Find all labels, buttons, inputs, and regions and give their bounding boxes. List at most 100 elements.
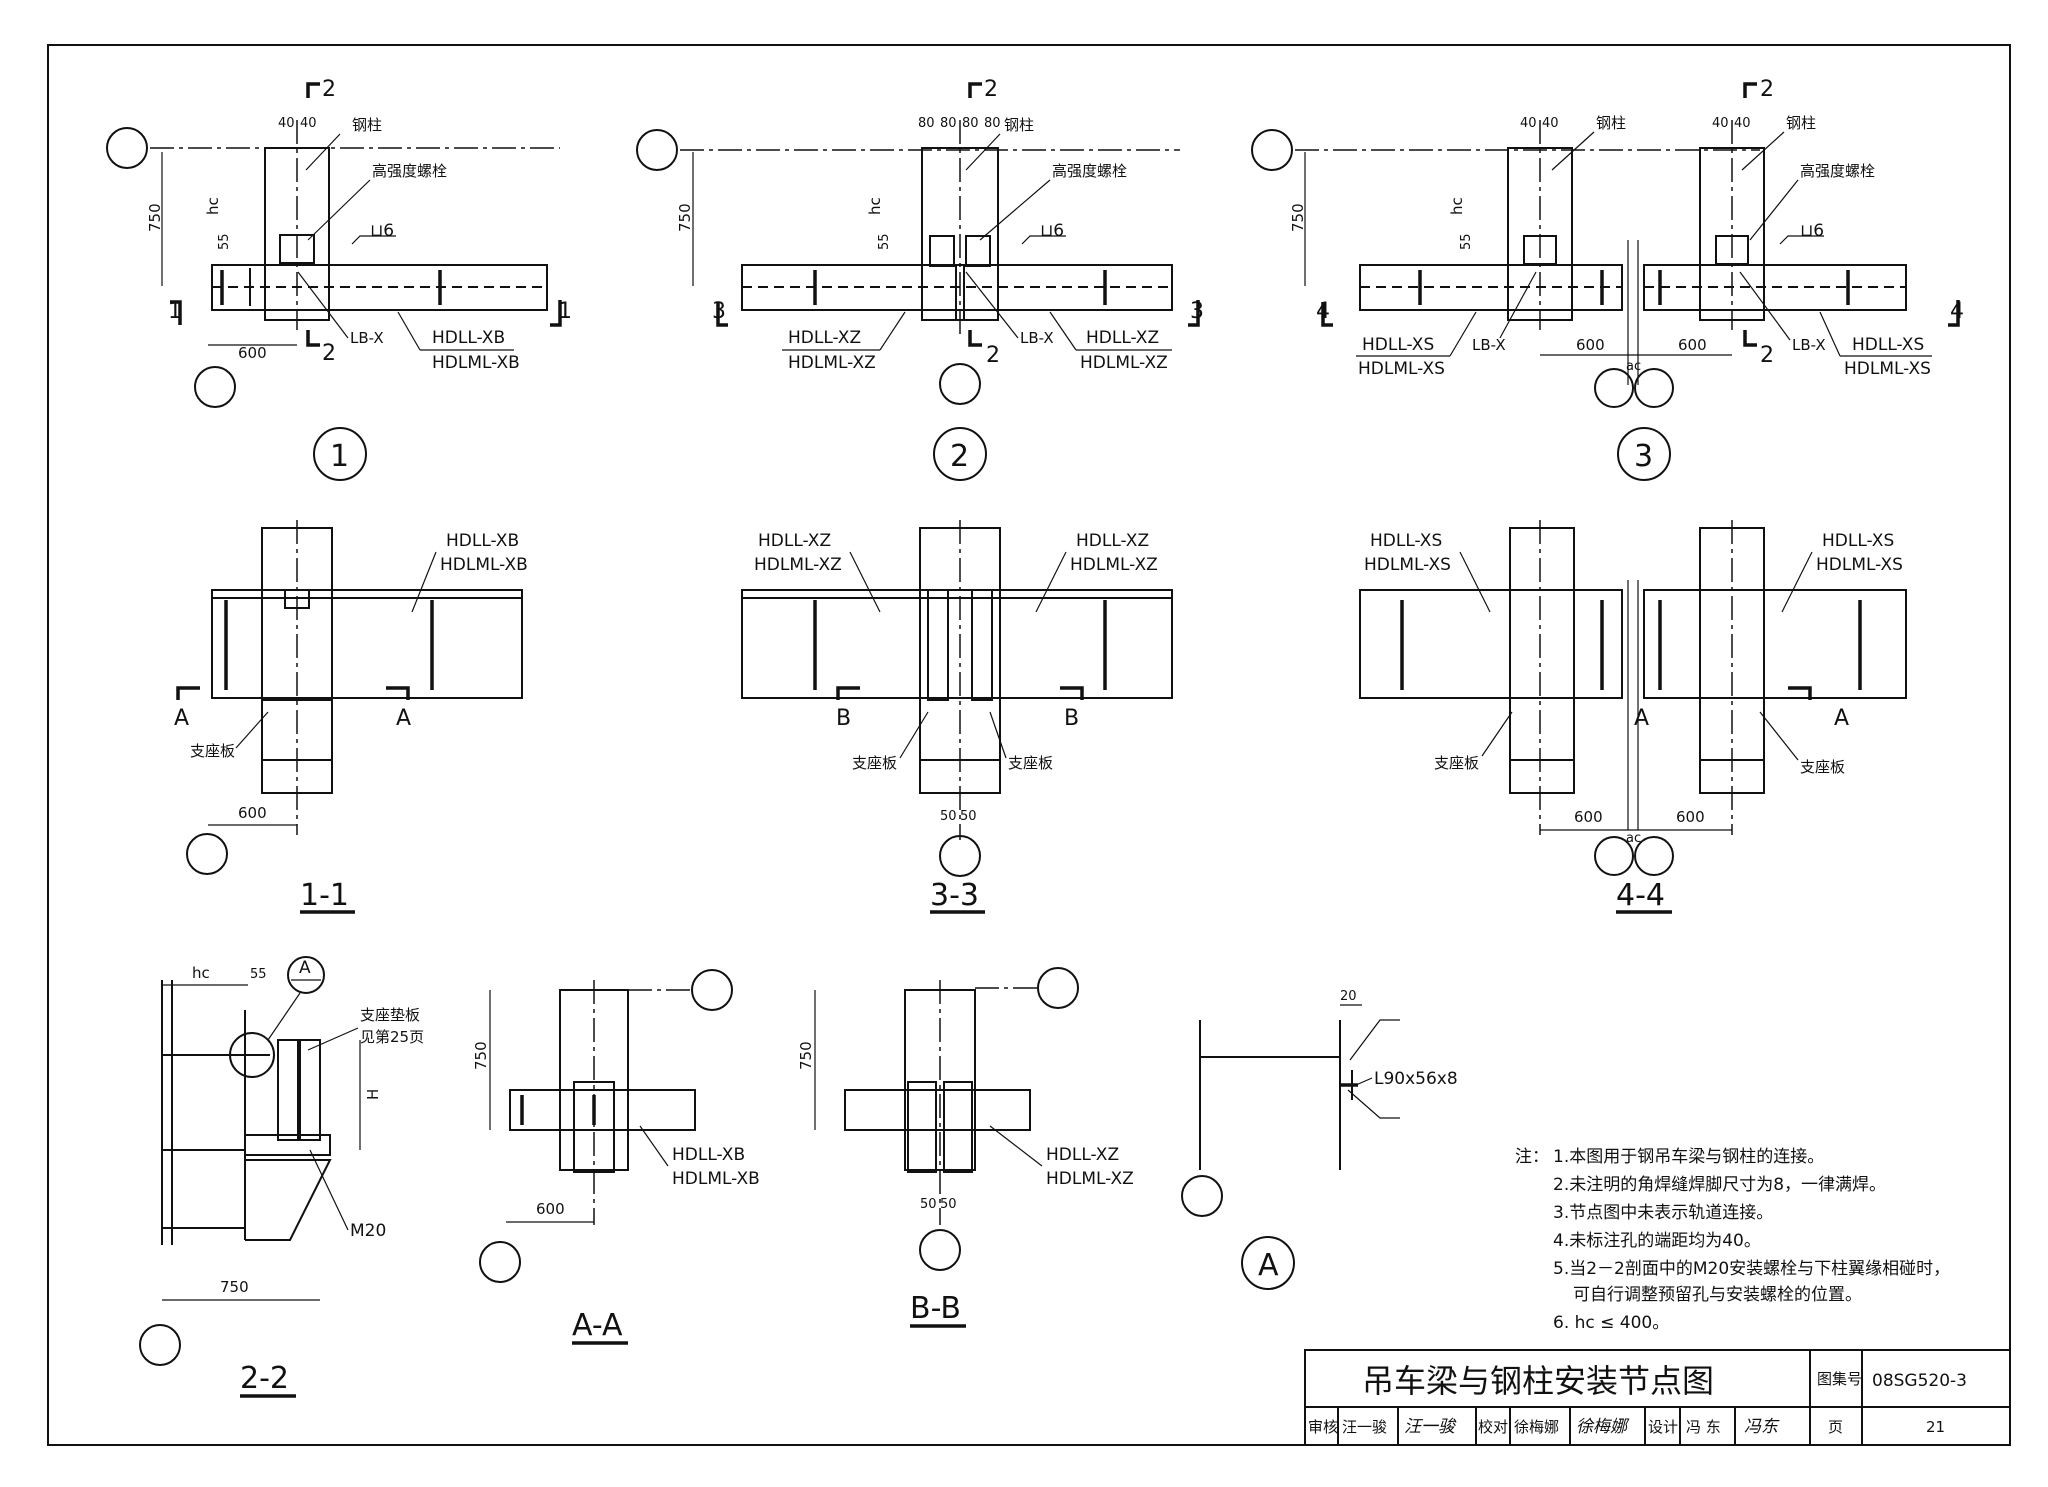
reviewer: 汪一骏 [1342,1418,1387,1436]
cut-A: A [396,706,411,731]
dim-55: 55 [1459,233,1474,250]
dim-50: 50 [940,809,957,824]
beam-label: HDLML-XS [1364,555,1451,575]
cut-4: 4 [1316,299,1330,324]
detail-marker-2 [933,427,987,481]
review-label: 审核 [1308,1418,1338,1436]
label-hs-bolt: 高强度螺栓 [372,162,447,180]
section-2-2: hc 55 A 支座垫板 见第25页 H M20 750 2-2 [139,956,424,1398]
detail-marker-1 [313,427,367,481]
dim-55: 55 [217,233,232,250]
axis-bubble [186,833,228,875]
page-number: 21 [1926,1418,1945,1436]
axis-bubble [939,835,981,877]
cut-1: 1 [168,299,182,324]
beam-label: HDLML-XS [1816,555,1903,575]
weld-symbol: ⊔6 [370,221,394,241]
dim-600: 600 [1574,808,1603,826]
dim-750: 750 [1289,203,1307,232]
section-1-1: A A HDLL-XB HDLML-XB 支座板 600 1-1 [174,520,528,914]
beam-label: HDLL-XB [672,1145,745,1165]
page-label: 页 [1828,1418,1843,1436]
section-title-2-2: 2-2 [240,1361,289,1396]
hc-label: hc [1448,197,1466,215]
axis-bubble [636,129,678,171]
beam-label: HDLML-XS [1844,359,1931,379]
cut-A: A [1834,706,1849,731]
label-angle: L90x56x8 [1374,1069,1458,1089]
detail-3-number: 3 [1634,439,1653,474]
axis-bubble [1181,1175,1223,1217]
axis-bubble [1634,368,1674,408]
axis-bubble [479,1241,521,1283]
crane-beam [741,589,1173,699]
dim-55: 55 [877,233,892,250]
axis-bubble [194,366,236,408]
dim-40: 40 [1712,116,1729,131]
axis-bubble [939,363,981,405]
ac-label: ac [1626,359,1641,374]
label-hs-bolt: 高强度螺栓 [1800,162,1875,180]
cut-A: A [174,706,189,731]
crane-beam [844,1089,1031,1131]
dim-600: 600 [238,804,267,822]
callout-A: A [299,958,311,978]
axis-bubble [1594,836,1634,876]
beam-label: HDLL-XB [446,531,519,551]
note-5b: 可自行调整预留孔与安装螺栓的位置。 [1573,1285,1862,1305]
pad-note-1: 支座垫板 [360,1006,420,1024]
label-steel-column: 钢柱 [1596,114,1626,132]
dim-50: 50 [960,809,977,824]
detail-2-number: 2 [950,439,969,474]
hc-label: hc [866,197,884,215]
note-1: 1.本图用于钢吊车梁与钢柱的连接。 [1553,1147,1824,1167]
label-support-plate: 支座板 [190,742,235,760]
dim-750: 750 [220,1278,249,1296]
dim-80: 80 [962,116,979,131]
section-title-1-1: 1-1 [300,878,349,913]
hc-label: hc [192,964,210,982]
label-steel-column: 钢柱 [1004,116,1034,134]
note-6: 6. hc ≤ 400。 [1553,1313,1669,1333]
dim-750: 750 [676,203,694,232]
designer-signature: 冯东 [1744,1417,1780,1437]
beam-label: HDLML-XZ [754,555,842,575]
detail-1-plan: 750 hc 55 40 40 2 钢柱 高强度螺栓 ⊔6 1 1 2 LB-X… [106,77,572,481]
axis-bubble [139,1324,181,1366]
note-5: 5.当2－2剖面中的M20安装螺栓与下柱翼缘相碰时， [1553,1259,1950,1279]
callout-circle [229,1032,275,1078]
dim-600: 600 [1676,808,1705,826]
axis-bubble [1251,129,1293,171]
section-title-B-B: B-B [910,1291,961,1326]
beam-label: HDLML-XZ [1046,1169,1134,1189]
beam-label: HDLML-XB [432,353,520,373]
axis-bubble [919,1229,961,1271]
crane-beam [509,1089,696,1131]
detail-3-plan: 750 hc 55 40 40 40 40 钢柱 钢柱 2 高强度螺栓 ⊔6 4 [1251,77,1964,481]
beam-label: HDLL-XS [1370,531,1442,551]
cut-3: 3 [1190,299,1204,324]
design-label: 设计 [1648,1418,1678,1436]
note-4: 4.未标注孔的端距均为40。 [1553,1231,1761,1251]
dim-40: 40 [1542,116,1559,131]
notes-heading: 注： [1515,1147,1549,1167]
section-A-A: 750 HDLL-XB HDLML-XB 600 A-A [472,969,760,1345]
dim-750: 750 [146,203,164,232]
dim-750: 750 [797,1041,815,1070]
checker: 徐梅娜 [1514,1418,1559,1436]
dim-50: 50 [920,1197,937,1212]
beam-label: HDLL-XS [1362,335,1434,355]
drawing-title: 吊车梁与钢柱安装节点图 [1362,1362,1714,1400]
detail-A: 20 L90x56x8 A [1181,989,1458,1290]
H-label: H [364,1089,382,1100]
beam-label: HDLML-XS [1358,359,1445,379]
section-3-3: B B HDLL-XZ HDLML-XZ HDLL-XZ HDLML-XZ 支座… [741,520,1173,914]
beam-label: HDLML-XZ [1070,555,1158,575]
checker-signature: 徐梅娜 [1576,1417,1630,1437]
label-lbx: LB-X [1472,336,1506,354]
cut-2: 2 [986,343,1000,368]
callout-bubble [287,956,325,994]
label-hs-bolt: 高强度螺栓 [1052,162,1127,180]
